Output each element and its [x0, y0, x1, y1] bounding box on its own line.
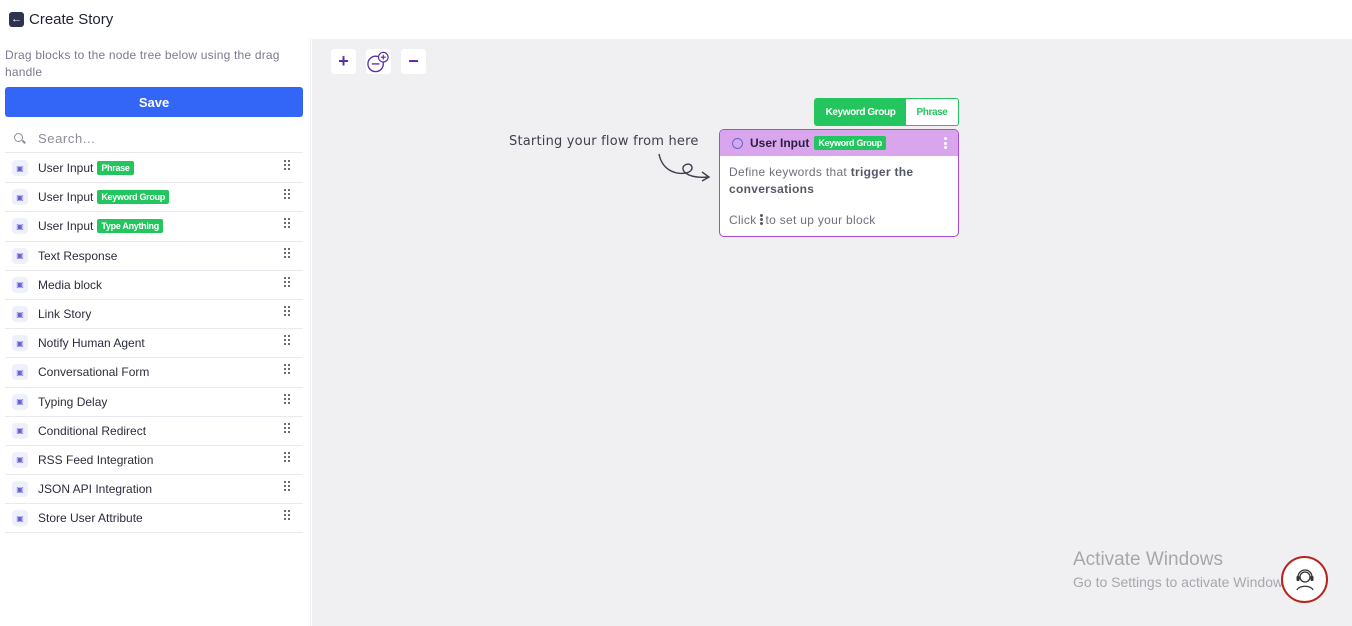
user-input-icon: ▣	[12, 189, 28, 206]
drag-handle-icon[interactable]	[284, 276, 290, 289]
block-label: Conversational Form	[38, 365, 150, 380]
node-description: Define keywords that trigger the convers…	[729, 164, 949, 198]
flow-canvas[interactable]: + − Keyword Group Phrase Starting your f…	[312, 39, 1352, 626]
drag-handle-icon[interactable]	[284, 160, 290, 172]
node-description-text: Define keywords that	[729, 165, 851, 179]
drag-handle-icon[interactable]	[284, 364, 290, 376]
block-label: User Input	[38, 161, 94, 176]
block-item[interactable]: ▣ Text Response	[5, 242, 303, 271]
block-label: User Input	[38, 190, 94, 205]
drag-handle-icon[interactable]	[284, 218, 290, 230]
block-item[interactable]: ▣ Conversational Form	[5, 358, 303, 388]
block-label: Store User Attribute	[38, 511, 143, 526]
drag-handle-icon[interactable]	[284, 510, 290, 522]
api-icon: ▣	[12, 481, 28, 498]
block-tag: Type Anything	[97, 219, 163, 234]
link-icon: ▣	[12, 306, 28, 323]
drag-handle-icon[interactable]	[284, 393, 290, 406]
block-item[interactable]: ▣ Link Story	[5, 300, 303, 330]
block-label: Media block	[38, 277, 103, 292]
form-icon: ▣	[12, 364, 28, 381]
node-title: User Input	[750, 136, 810, 150]
drag-handle-icon[interactable]	[284, 335, 290, 347]
zoom-reset-icon	[367, 51, 389, 72]
zoom-in-button[interactable]: +	[331, 49, 356, 74]
user-input-icon	[732, 137, 743, 149]
activate-windows-watermark: Activate Windows Go to Settings to activ…	[1073, 549, 1294, 593]
save-button[interactable]: Save	[5, 87, 303, 117]
block-label: User Input	[38, 219, 94, 234]
media-icon: ▣	[12, 276, 28, 293]
trigger-type-toggle: Keyword Group Phrase	[814, 98, 959, 126]
node-instruction-prefix: Click	[729, 213, 757, 227]
flow-start-hint: Starting your flow from here	[509, 134, 699, 149]
message-icon: ▣	[12, 247, 28, 264]
node-description-bold: trigger the conversations	[729, 165, 914, 196]
zoom-reset-button[interactable]	[366, 49, 391, 74]
zoom-out-button[interactable]: −	[401, 49, 426, 74]
blocks-sidebar: Drag blocks to the node tree below using…	[0, 39, 311, 626]
support-agent-icon	[1295, 568, 1314, 590]
block-label: Conditional Redirect	[38, 423, 147, 438]
watermark-subtitle: Go to Settings to activate Windows.	[1073, 574, 1294, 590]
user-input-node[interactable]: User Input Keyword Group Define keywords…	[719, 129, 959, 237]
node-tag: Keyword Group	[814, 136, 886, 150]
block-label: RSS Feed Integration	[38, 452, 154, 467]
block-label: Text Response	[38, 248, 118, 263]
drag-hint: Drag blocks to the node tree below using…	[5, 48, 280, 79]
redirect-icon: ▣	[12, 422, 28, 439]
drag-handle-icon[interactable]	[284, 422, 290, 435]
kebab-menu-icon[interactable]	[944, 137, 947, 149]
node-instruction-suffix: to set up your block	[765, 213, 876, 227]
user-input-icon: ▣	[12, 160, 28, 177]
block-item[interactable]: ▣ Conditional Redirect	[5, 417, 303, 446]
block-label: Link Story	[38, 307, 92, 322]
block-item[interactable]: ▣ JSON API Integration	[5, 475, 303, 505]
database-icon: ▣	[12, 510, 28, 527]
block-tag: Keyword Group	[97, 190, 169, 205]
node-instruction: Click to set up your block	[729, 212, 949, 229]
user-input-icon: ▣	[12, 218, 28, 235]
top-bar: ← Create Story	[0, 0, 1352, 39]
node-body: Define keywords that trigger the convers…	[720, 156, 958, 236]
kebab-inline-icon	[759, 214, 763, 225]
drag-handle-icon[interactable]	[284, 247, 290, 260]
watermark-title: Activate Windows	[1073, 549, 1223, 570]
node-header: User Input Keyword Group	[720, 130, 958, 156]
agent-icon: ▣	[12, 335, 28, 352]
toggle-phrase[interactable]: Phrase	[916, 106, 948, 118]
drag-handle-icon[interactable]	[284, 305, 290, 318]
block-item[interactable]: ▣ Media block	[5, 271, 303, 300]
rss-icon: ▣	[12, 451, 28, 468]
block-label: Typing Delay	[38, 394, 108, 409]
toggle-keyword-group[interactable]: Keyword Group	[815, 99, 906, 125]
block-item[interactable]: ▣ Notify Human Agent	[5, 329, 303, 359]
search-input[interactable]	[38, 131, 278, 146]
block-label: JSON API Integration	[38, 482, 153, 497]
curved-arrow-icon	[658, 153, 711, 182]
drag-handle-icon[interactable]	[284, 189, 290, 201]
search-bar	[5, 125, 303, 153]
page-title: Create Story	[29, 11, 114, 28]
drag-handle-icon[interactable]	[284, 451, 290, 464]
back-arrow-icon[interactable]: ←	[9, 12, 24, 27]
block-tag: Phrase	[97, 161, 134, 176]
drag-handle-icon[interactable]	[284, 481, 290, 493]
block-item[interactable]: ▣ Store User Attribute	[5, 504, 303, 534]
typing-icon: ▣	[12, 393, 28, 410]
block-item[interactable]: ▣ Typing Delay	[5, 388, 303, 417]
search-icon	[14, 132, 26, 145]
support-chat-button[interactable]	[1281, 556, 1328, 603]
block-item[interactable]: ▣ RSS Feed Integration	[5, 446, 303, 476]
block-label: Notify Human Agent	[38, 336, 145, 351]
